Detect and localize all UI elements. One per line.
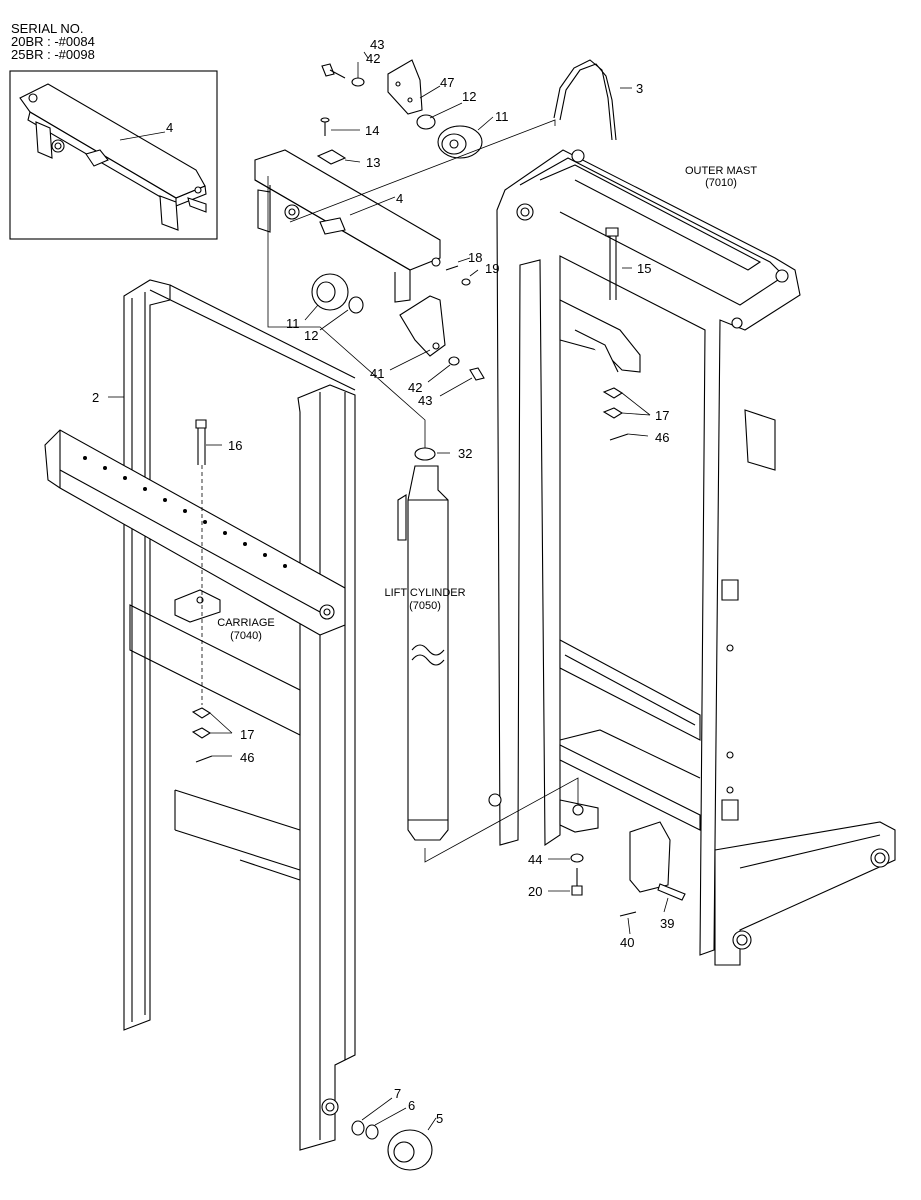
lift-cylinder-label: LIFT CYLINDER xyxy=(384,587,465,599)
serial-heading: SERIAL NO. xyxy=(11,21,84,36)
lift-cylinder-code: (7050) xyxy=(409,600,441,612)
callout-46-left: 46 xyxy=(240,750,254,765)
callout-11-top: 11 xyxy=(495,109,509,124)
callout-3: 3 xyxy=(636,81,643,96)
carriage xyxy=(44,429,346,736)
callout-40: 40 xyxy=(620,935,634,950)
callout-16: 16 xyxy=(228,438,242,453)
callout-6: 6 xyxy=(408,1098,415,1113)
callout-41: 41 xyxy=(370,366,384,381)
lift-cylinder-body xyxy=(397,465,449,841)
callout-20: 20 xyxy=(528,884,542,899)
inset-crossbar xyxy=(19,83,207,231)
callout-12-top: 12 xyxy=(462,89,476,104)
top-crossbar xyxy=(254,149,441,303)
callout-15: 15 xyxy=(637,261,651,276)
outer-mast-label: OUTER MAST xyxy=(685,165,757,177)
callout-14: 14 xyxy=(365,123,379,138)
callout-12-lower: 12 xyxy=(304,328,318,343)
inset-frame xyxy=(9,70,218,240)
hardware-parts xyxy=(191,59,686,1171)
callout-numbers: 43 42 47 12 11 14 13 4 4 3 18 19 15 11 1… xyxy=(92,37,674,1126)
callout-7: 7 xyxy=(394,1086,401,1101)
callout-17-left: 17 xyxy=(240,727,254,742)
callout-39: 39 xyxy=(660,916,674,931)
callout-19: 19 xyxy=(485,261,499,276)
outer-mast xyxy=(488,149,896,966)
callout-32: 32 xyxy=(458,446,472,461)
callout-11-lower: 11 xyxy=(286,316,300,331)
assembly-labels: OUTER MAST (7010) LIFT CYLINDER (7050) C… xyxy=(217,165,757,642)
callout-47: 47 xyxy=(440,75,454,90)
callout-18: 18 xyxy=(468,250,482,265)
callout-42-lower: 42 xyxy=(408,380,422,395)
outer-mast-code: (7010) xyxy=(705,177,737,189)
inner-mast xyxy=(123,279,356,1151)
callout-43-lower: 43 xyxy=(418,393,432,408)
callout-13: 13 xyxy=(366,155,380,170)
callout-4-main: 4 xyxy=(396,191,403,206)
serial-number-block: SERIAL NO. 20BR : -#0084 25BR : -#0098 xyxy=(11,22,95,61)
inset-detail xyxy=(9,70,218,240)
leader-lines xyxy=(108,51,669,1131)
callout-4-inset: 4 xyxy=(166,120,173,135)
serial-line-25br: 25BR : -#0098 xyxy=(11,47,95,62)
callout-5: 5 xyxy=(436,1111,443,1126)
callout-44: 44 xyxy=(528,852,542,867)
callout-17-right: 17 xyxy=(655,408,669,423)
carriage-label: CARRIAGE xyxy=(217,617,274,629)
callout-43-top: 43 xyxy=(370,37,384,52)
serial-line-20br: 20BR : -#0084 xyxy=(11,34,95,49)
callout-2: 2 xyxy=(92,390,99,405)
callout-42-top: 42 xyxy=(366,51,380,66)
carriage-code: (7040) xyxy=(230,630,262,642)
callout-46-right: 46 xyxy=(655,430,669,445)
